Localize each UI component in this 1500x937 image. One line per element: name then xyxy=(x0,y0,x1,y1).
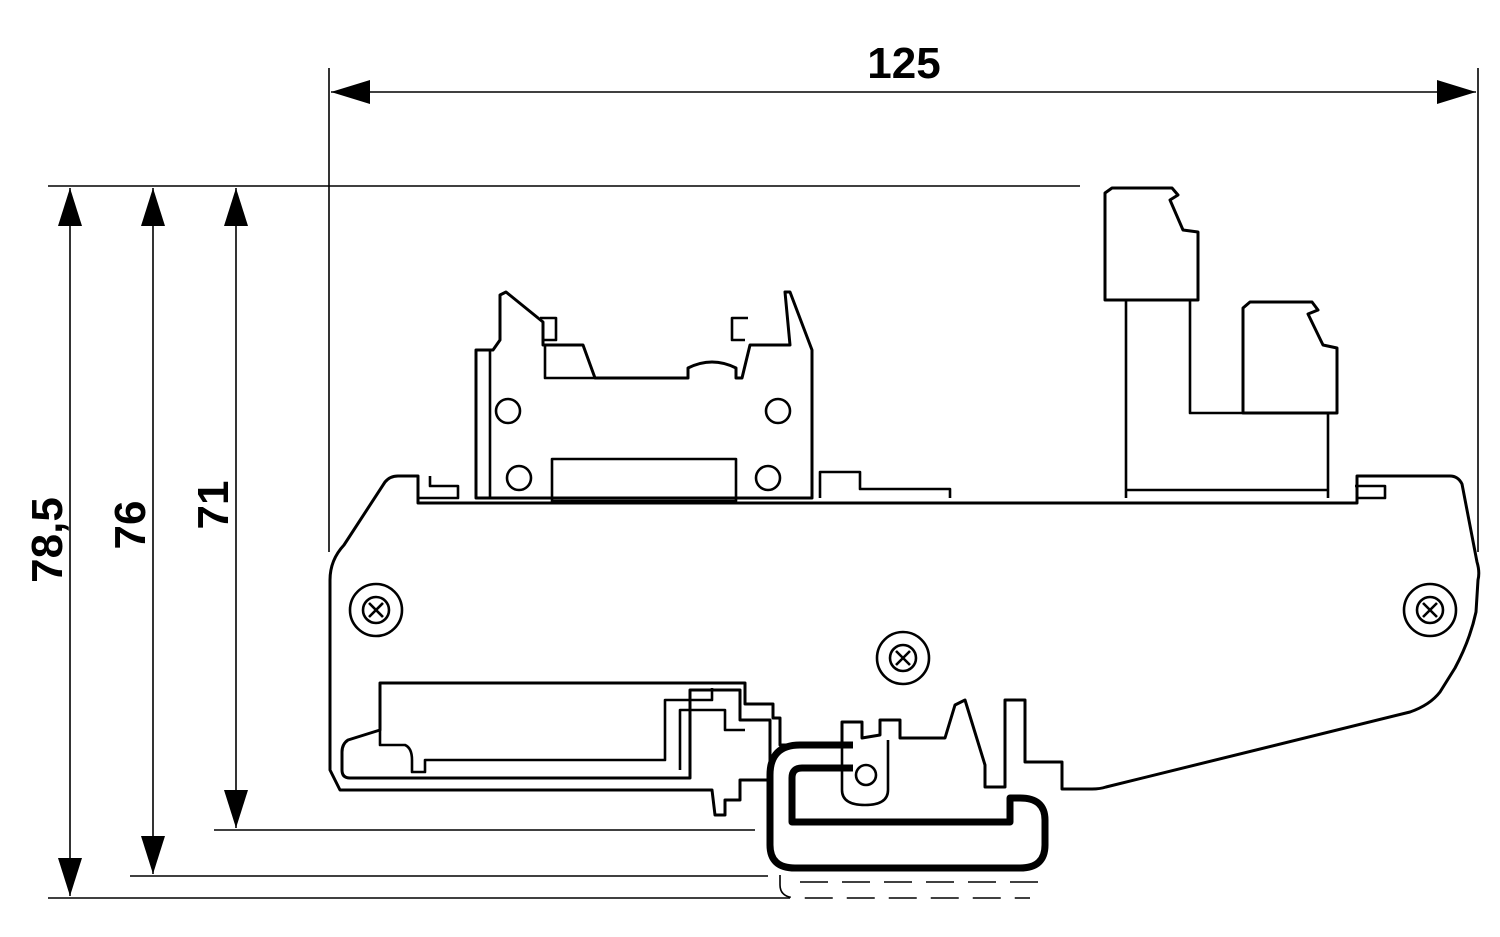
socket-hole-2 xyxy=(764,397,792,425)
socket-hole-4 xyxy=(754,464,782,492)
height-71-arrow-top xyxy=(224,188,248,226)
din-rail xyxy=(766,741,1049,899)
socket-hole-3 xyxy=(505,464,533,492)
clip-channel-inner xyxy=(678,708,745,770)
clip-channel xyxy=(378,683,714,774)
terminal-block-lower xyxy=(1241,300,1339,415)
socket-body xyxy=(474,290,814,500)
width-label: 125 xyxy=(867,39,940,88)
socket-side-left xyxy=(476,348,492,498)
width-arrow-left xyxy=(331,80,370,104)
din-rail-hidden-35 xyxy=(779,875,1030,899)
height-785-arrow-top xyxy=(58,188,82,226)
ledge-right xyxy=(1355,484,1387,500)
latch-hook xyxy=(840,740,890,807)
height-dimensions: 78,5 76 71 xyxy=(23,185,1080,899)
width-arrow-right xyxy=(1437,80,1476,104)
height-76-arrow-top xyxy=(141,188,165,226)
din-rail-profile xyxy=(766,741,1049,872)
connector-block xyxy=(818,470,952,498)
relay-base-housing xyxy=(328,470,1481,817)
terminal-blocks xyxy=(1103,186,1339,498)
ledge-left xyxy=(418,476,460,500)
width-dimension: 125 xyxy=(328,39,1479,552)
height-76-arrow-bottom xyxy=(141,836,165,874)
socket-hole-1 xyxy=(494,397,522,425)
socket-label-window xyxy=(550,457,738,503)
terminal-block-upper xyxy=(1103,186,1200,302)
terminal-support xyxy=(1124,300,1330,498)
height-71-arrow-bottom xyxy=(224,790,248,828)
screw-left xyxy=(348,582,404,638)
relay-socket xyxy=(474,290,814,503)
clip-left xyxy=(540,316,558,342)
screw-right xyxy=(1402,582,1458,638)
height-785-arrow-bottom xyxy=(58,858,82,896)
socket-step-left xyxy=(543,345,595,380)
height-outer-label: 78,5 xyxy=(23,497,72,583)
screw-center xyxy=(875,630,931,686)
height-inner-label: 71 xyxy=(189,481,238,530)
clip-right xyxy=(730,316,748,342)
height-middle-label: 76 xyxy=(106,501,155,550)
